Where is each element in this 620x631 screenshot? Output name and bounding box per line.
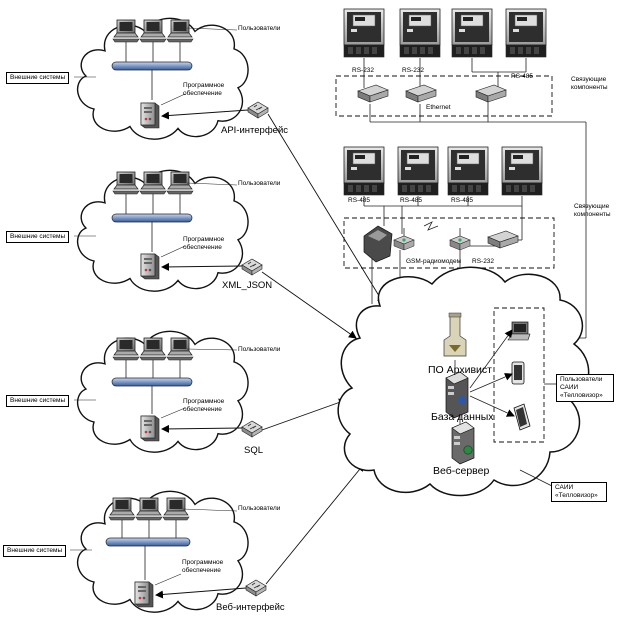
- archivist-icon: [443, 312, 467, 357]
- software-label: Программное обеспечение: [182, 559, 224, 574]
- computer-icon: [166, 19, 194, 43]
- server-icon: [140, 415, 160, 442]
- server-icon: [140, 102, 160, 129]
- connection-arrows: [155, 109, 385, 599]
- saii-box: САИИ «Телловизор»: [551, 482, 607, 502]
- terminal-icon: [363, 225, 393, 263]
- smartphone-icon: [511, 361, 525, 385]
- software-label: Программное обеспечение: [183, 398, 225, 413]
- link-group-mid: [343, 217, 555, 269]
- database-server-icon: [445, 371, 469, 419]
- gsm-modem-label: GSM-радиомодем: [406, 258, 462, 265]
- computer-icon: [112, 337, 140, 361]
- network-bus: [111, 213, 193, 223]
- network-bus: [105, 537, 191, 547]
- converter-icon: [475, 84, 507, 103]
- meter-icon: [501, 146, 543, 196]
- meter-icon: [451, 8, 493, 58]
- meter-icon: [399, 8, 441, 58]
- link-components-label: Связующие компоненты: [571, 76, 608, 91]
- xml-json-label: XML_JSON: [222, 280, 273, 291]
- users-label: Пользователи: [238, 505, 281, 512]
- rs485-label: RS-485: [348, 197, 371, 204]
- computer-icon: [139, 337, 167, 361]
- rs232-label: RS-232: [472, 258, 495, 265]
- external-systems-box: Внешние системы: [6, 72, 70, 84]
- gsm-modem-icon: [449, 228, 471, 251]
- hub-icon: [241, 258, 263, 276]
- users-label: Пользователи: [238, 346, 281, 353]
- rs232-label: RS-232: [402, 67, 425, 74]
- hub-icon: [245, 579, 267, 597]
- server-icon: [134, 581, 154, 608]
- link-components-label: Связующие компоненты: [574, 203, 611, 218]
- meter-icon: [343, 146, 385, 196]
- computer-icon: [135, 497, 163, 521]
- external-systems-box: Внешние системы: [6, 231, 70, 243]
- computer-icon: [108, 497, 136, 521]
- web-server-label: Веб-сервер: [433, 465, 490, 477]
- meters-top: [343, 8, 547, 58]
- rs485-label: RS-485: [511, 73, 534, 80]
- external-systems-box: Внешние системы: [6, 395, 70, 407]
- network-bus: [111, 377, 193, 387]
- network-bus: [111, 61, 193, 71]
- radio-link-icon: [423, 221, 439, 231]
- converter-icon: [487, 230, 519, 249]
- users-label: Пользователи: [238, 180, 281, 187]
- laptop-icon: [507, 321, 531, 341]
- rs485-label: RS-485: [400, 197, 423, 204]
- converter-icon: [357, 84, 389, 103]
- meter-icon: [447, 146, 489, 196]
- database-label: База данных: [431, 411, 494, 423]
- external-systems-box: Внешние системы: [3, 545, 67, 557]
- web-interface-label: Веб-интерфейс: [216, 602, 285, 613]
- tablet-icon: [513, 403, 531, 431]
- api-interface-label: API-интерфейс: [221, 125, 288, 136]
- saii-users-box: Пользователи САИИ «Телловизор»: [556, 374, 614, 402]
- converter-icon: [405, 84, 437, 103]
- ethernet-label: Ethernet: [426, 104, 451, 111]
- meter-icon: [343, 8, 385, 58]
- users-label: Пользователи: [238, 25, 281, 32]
- software-label: Программное обеспечение: [183, 82, 225, 97]
- meters-mid: [343, 146, 543, 196]
- server-icon: [140, 253, 160, 280]
- link-group-top: [335, 75, 553, 117]
- rs232-label: RS-232: [352, 67, 375, 74]
- gsm-modem-icon: [393, 228, 415, 251]
- meter-icon: [397, 146, 439, 196]
- web-server-icon: [451, 421, 475, 465]
- computer-icon: [112, 19, 140, 43]
- user-devices-group: [493, 307, 545, 443]
- computer-icon: [139, 19, 167, 43]
- sql-label: SQL: [244, 445, 264, 456]
- hub-icon: [247, 101, 269, 119]
- hub-icon: [241, 420, 263, 438]
- software-label: Программное обеспечение: [183, 236, 225, 251]
- meter-icon: [505, 8, 547, 58]
- archivist-label: ПО Архивист: [428, 364, 492, 376]
- rs485-label: RS-485: [451, 197, 474, 204]
